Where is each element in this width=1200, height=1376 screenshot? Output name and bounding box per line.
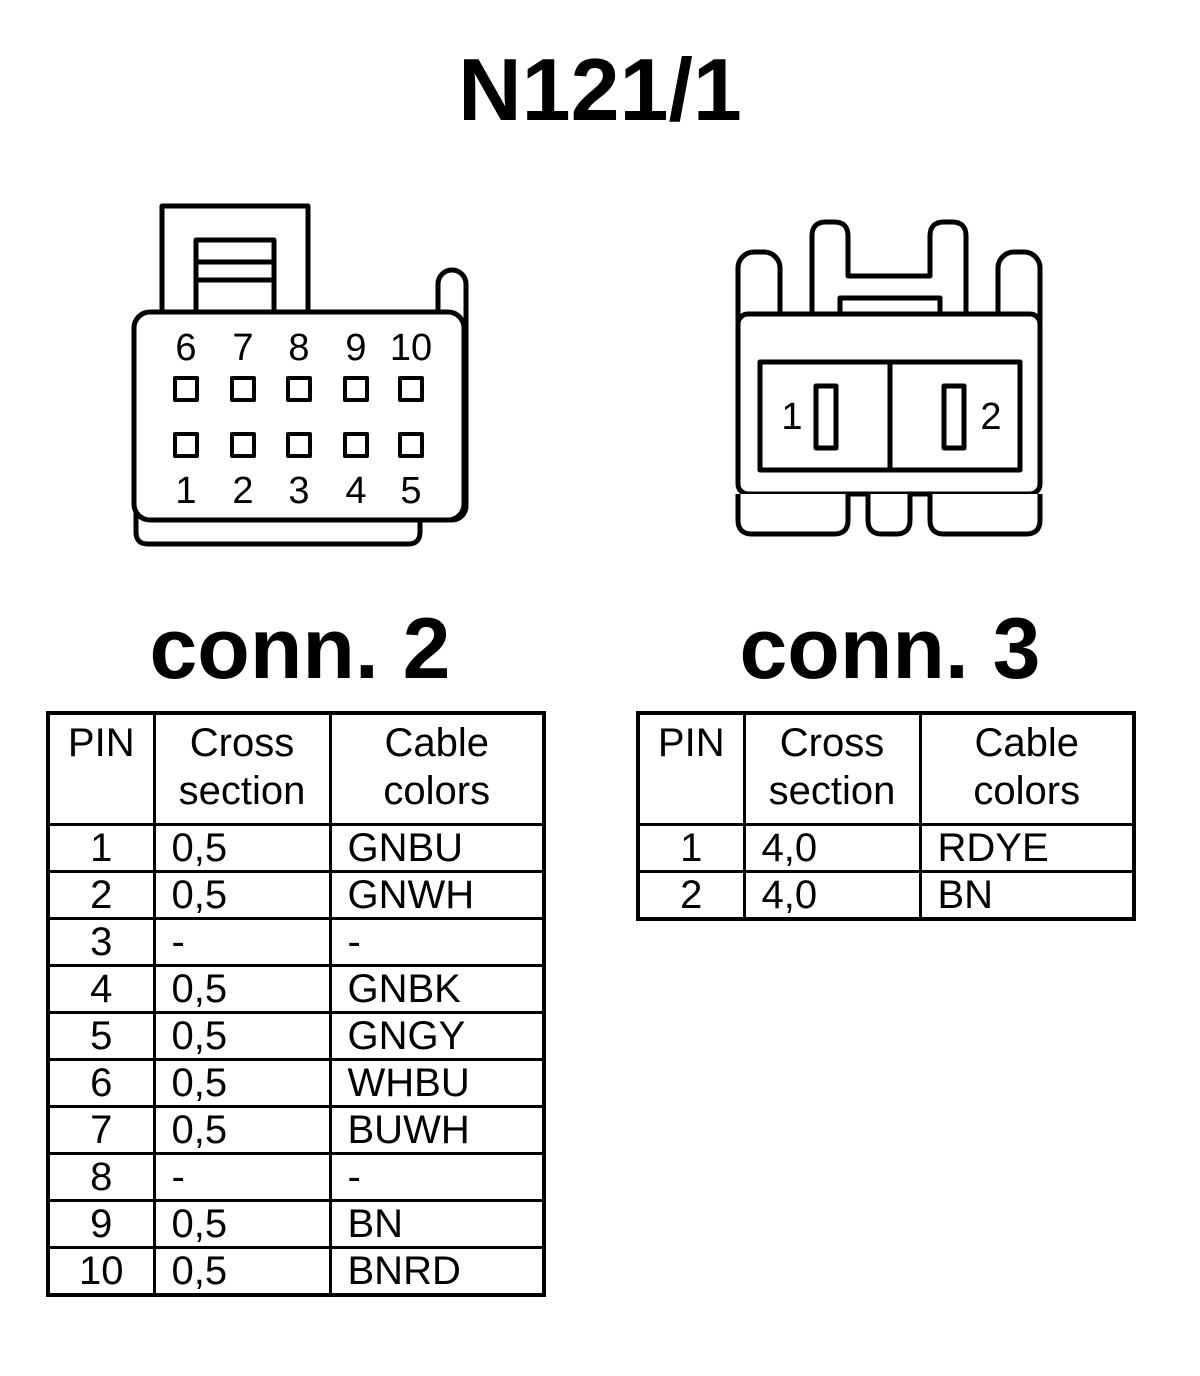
pin-label: 8: [288, 327, 309, 369]
table-row: 3--: [46, 917, 546, 967]
pin-label: 1: [175, 470, 196, 512]
pin-number: 2: [46, 870, 156, 920]
cross-section-value: 0,5: [152, 1105, 332, 1155]
pin-label: 4: [345, 470, 366, 512]
pin-number: 4: [46, 964, 156, 1014]
pin-square: [398, 432, 424, 458]
cross-section-value: -: [152, 917, 332, 967]
pin-number: 2: [636, 870, 746, 921]
pin-square: [343, 376, 369, 402]
pin-label: 5: [400, 470, 421, 512]
connector-2-outline: [131, 203, 469, 547]
connector-3-label: conn. 3: [739, 601, 1041, 697]
pin-number: 5: [46, 1011, 156, 1061]
header-cable-colors: Cable colors: [328, 711, 546, 826]
pin-label: 3: [288, 470, 309, 512]
table-row: 8--: [46, 1152, 546, 1202]
pin-square: [286, 432, 312, 458]
connector-3-outline: [735, 219, 1043, 537]
cross-section-value: 4,0: [742, 870, 922, 921]
connector-2-label: conn. 2: [149, 601, 451, 697]
pin-number: 10: [46, 1246, 156, 1297]
header-cable-colors: Cable colors: [918, 711, 1136, 826]
cable-color-value: BN: [918, 870, 1136, 921]
pin-number: 9: [46, 1199, 156, 1249]
cross-section-value: 0,5: [152, 823, 332, 873]
pin-number: 8: [46, 1152, 156, 1202]
pin-square: [398, 376, 424, 402]
cable-color-value: RDYE: [918, 823, 1136, 873]
header-pin: PIN: [636, 711, 746, 826]
diagram-title: N121/1: [458, 40, 742, 139]
cable-color-value: BN: [328, 1199, 546, 1249]
cross-section-value: 0,5: [152, 964, 332, 1014]
cross-section-value: 4,0: [742, 823, 922, 873]
pin-slot-2: [941, 383, 967, 451]
cable-color-value: BNRD: [328, 1246, 546, 1297]
pin-label: 9: [345, 327, 366, 369]
pin-number: 3: [46, 917, 156, 967]
pin-label: 2: [980, 396, 1001, 438]
pin-label: 7: [232, 327, 253, 369]
cross-section-value: 0,5: [152, 1011, 332, 1061]
cross-section-value: 0,5: [152, 1246, 332, 1297]
cable-color-value: GNBK: [328, 964, 546, 1014]
cross-section-value: 0,5: [152, 1199, 332, 1249]
pin-square: [173, 376, 199, 402]
header-cross-section: Cross section: [152, 711, 332, 826]
pin-square: [173, 432, 199, 458]
cable-color-value: -: [328, 917, 546, 967]
cable-color-value: GNBU: [328, 823, 546, 873]
pin-square: [286, 376, 312, 402]
pin-square: [230, 432, 256, 458]
pin-label: 1: [781, 396, 802, 438]
cable-color-value: -: [328, 1152, 546, 1202]
cross-section-value: 0,5: [152, 1058, 332, 1108]
cable-color-value: BUWH: [328, 1105, 546, 1155]
pin-number: 7: [46, 1105, 156, 1155]
header-cross-section: Cross section: [742, 711, 922, 826]
pin-number: 6: [46, 1058, 156, 1108]
pin-slot-1: [813, 383, 839, 451]
pin-label: 2: [232, 470, 253, 512]
cross-section-value: -: [152, 1152, 332, 1202]
pin-square: [343, 432, 369, 458]
cable-color-value: WHBU: [328, 1058, 546, 1108]
pin-label: 6: [175, 327, 196, 369]
pin-number: 1: [46, 823, 156, 873]
pin-label: 10: [390, 327, 432, 369]
pin-square: [230, 376, 256, 402]
cable-color-value: GNGY: [328, 1011, 546, 1061]
cable-color-value: GNWH: [328, 870, 546, 920]
pin-number: 1: [636, 823, 746, 873]
header-pin: PIN: [46, 711, 156, 826]
cross-section-value: 0,5: [152, 870, 332, 920]
connector-2-pin-squares: [173, 376, 424, 458]
